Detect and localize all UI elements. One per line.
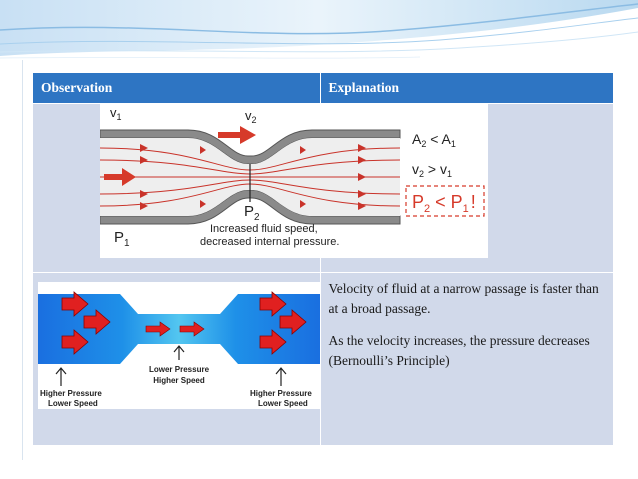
venturi-tube-diagram: v1 v2 P1 P2 Increased fluid speed, decre…	[100, 104, 488, 258]
right-up-arrow-icon	[275, 367, 287, 386]
decorative-banner	[0, 0, 638, 70]
table-header-row: Observation Explanation	[33, 73, 613, 104]
caption-line-2: decreased internal pressure.	[200, 236, 339, 248]
v2-arrow-icon	[218, 126, 256, 144]
left-pressure-arrows	[61, 291, 111, 355]
label-p2: P2	[244, 203, 260, 223]
right-label-pressure: Higher Pressure	[250, 389, 312, 398]
center-flow-arrows	[145, 321, 205, 337]
v1-arrow-icon	[104, 168, 136, 186]
left-up-arrow-icon	[55, 367, 67, 386]
label-p1: P1	[114, 229, 130, 249]
equation-area: A2 < A1	[412, 131, 456, 149]
center-label-pressure: Lower Pressure	[149, 365, 210, 374]
label-v2: v2	[245, 108, 257, 125]
caption-line-1: Increased fluid speed,	[210, 223, 318, 235]
left-frame-line	[22, 60, 23, 460]
equation-velocity: v2 > v1	[412, 161, 452, 179]
right-pressure-arrows	[259, 291, 307, 355]
label-v1: v1	[110, 105, 122, 122]
left-label-speed: Lower Speed	[48, 399, 98, 408]
right-label-speed: Lower Speed	[258, 399, 308, 408]
pressure-speed-diagram: Lower Pressure Higher Speed Higher Press…	[38, 282, 320, 409]
center-up-arrow-icon	[173, 345, 185, 360]
header-observation: Observation	[33, 73, 321, 104]
equation-pressure: P2 < P1!	[412, 192, 476, 215]
explanation-text-velocity: Velocity of fluid at a narrow passage is…	[328, 281, 599, 316]
center-label-speed: Higher Speed	[153, 376, 205, 385]
header-explanation: Explanation	[320, 73, 613, 104]
explanation-cell-2: Velocity of fluid at a narrow passage is…	[320, 272, 613, 445]
pipe-shape	[38, 294, 320, 364]
explanation-text-bernoulli: As the velocity increases, the pressure …	[328, 333, 590, 368]
left-label-pressure: Higher Pressure	[40, 389, 102, 398]
